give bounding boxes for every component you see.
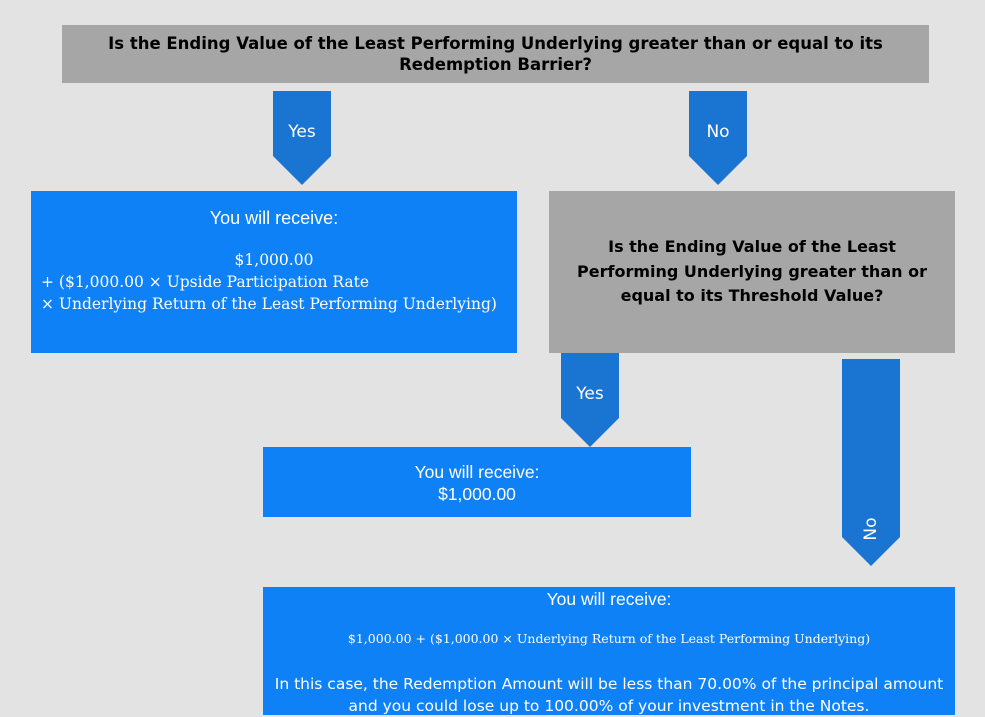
yes-arrow-top-label: Yes [288, 122, 316, 142]
outcome-no-formula: $1,000.00 + ($1,000.00 × Underlying Retu… [347, 631, 871, 646]
outcome-no-note: In this case, the Redemption Amount will… [274, 675, 944, 715]
second-question-box: Is the Ending Value of the Least Perform… [549, 191, 955, 353]
no-arrow-mid: No [842, 359, 900, 566]
yes-arrow-mid-label: Yes [576, 384, 604, 404]
outcome-threshold-yes-heading: You will receive: [414, 462, 540, 482]
yes-arrow-top: Yes [273, 91, 331, 185]
second-question-text: Is the Ending Value of the Least Perform… [577, 237, 927, 306]
outcome-yes-line2: + ($1,000.00 × Upside Participation Rate [41, 273, 370, 291]
top-question-text: Is the Ending Value of the Least Perform… [108, 34, 883, 74]
outcome-yes-heading: You will receive: [209, 208, 339, 228]
no-arrow-top-label: No [706, 122, 730, 142]
outcome-yes-line3: × Underlying Return of the Least Perform… [41, 295, 497, 313]
no-arrow-mid-label: No [861, 517, 881, 541]
no-arrow-top: No [689, 91, 747, 185]
outcome-threshold-yes-box: You will receive: $1,000.00 [263, 447, 691, 517]
outcome-no-box: You will receive: $1,000.00 + ($1,000.00… [263, 587, 955, 715]
outcome-threshold-yes-amount: $1,000.00 [438, 484, 516, 504]
outcome-yes-box: You will receive: $1,000.00 + ($1,000.00… [31, 191, 517, 353]
outcome-yes-line1: $1,000.00 [234, 251, 314, 269]
outcome-no-heading: You will receive: [546, 589, 672, 609]
yes-arrow-mid: Yes [561, 353, 619, 447]
top-question-box: Is the Ending Value of the Least Perform… [62, 25, 929, 83]
